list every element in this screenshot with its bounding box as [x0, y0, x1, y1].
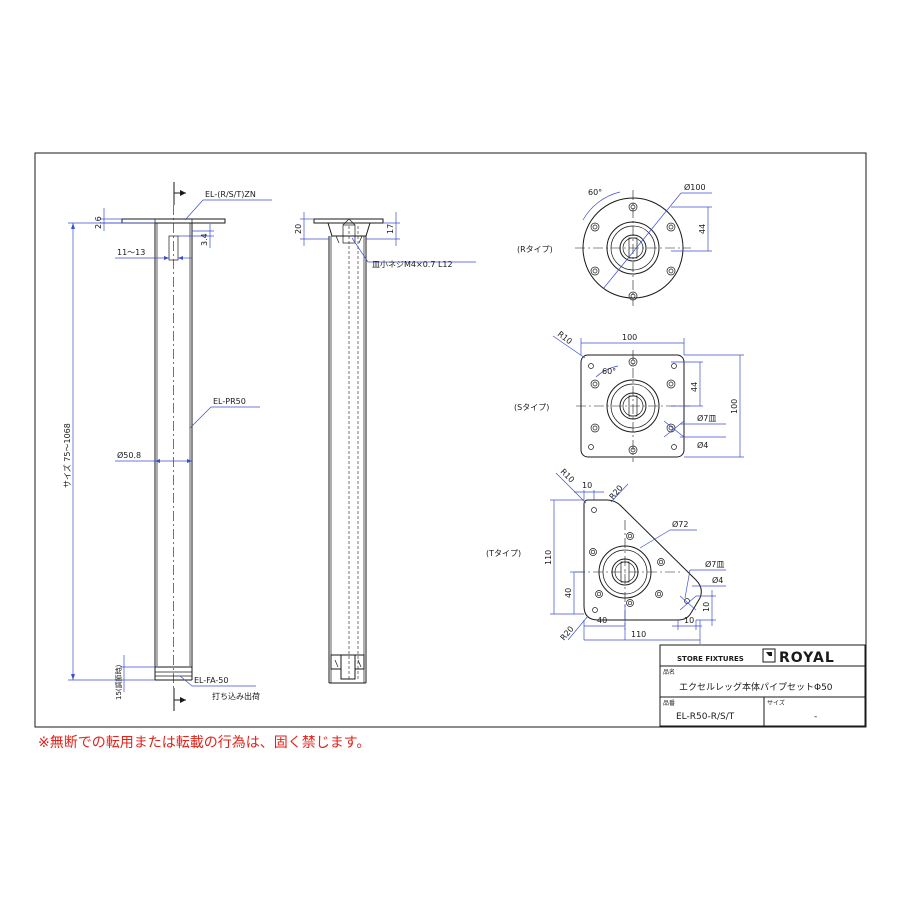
dim-bolt-length: 11～13: [117, 248, 145, 257]
title-block: STORE FIXTURES ROYAL 品名 エクセルレッグ本体パイプセットΦ…: [659, 644, 866, 727]
product-code-caption: 品番: [663, 700, 675, 707]
t-type-diameter: Ø72: [672, 519, 688, 529]
left-leg-view: EL-(R/S/T)ZN 2.6 3.4 11～13 サイズ 75～1068 E…: [62, 182, 272, 711]
r-type-label: (Rタイプ): [517, 245, 553, 254]
dim-bracket-depth: 20: [294, 224, 303, 234]
dim-pipe-diameter: Ø50.8: [117, 450, 141, 460]
ref-top-plate-label: EL-(R/S/T)ZN: [205, 190, 256, 199]
middle-leg-section: 20 17 皿小ネジM4×0.7 L12: [294, 212, 476, 684]
s-type-angle: 60°: [602, 367, 616, 376]
t-type-dim-10-v: 10: [702, 602, 711, 612]
s-type-height: 100: [730, 399, 739, 414]
r-type-angle: 60°: [588, 188, 602, 197]
t-type-plate: [583, 499, 702, 621]
t-type-label: (Tタイプ): [486, 549, 521, 558]
foot-part-label: EL-FA-50: [194, 676, 229, 685]
t-type-r20-top: R20: [608, 483, 625, 501]
t-type-dim-10-top: 10: [582, 481, 592, 490]
screw-spec-label: 皿小ネジM4×0.7 L12: [372, 260, 453, 269]
r-type-view: 60° Ø100 44 (Rタイプ): [517, 182, 712, 306]
s-type-view: R10 100 60° 44 100 Ø7皿 Ø4 (Sタイプ): [514, 329, 744, 462]
t-type-width: 110: [631, 630, 646, 639]
royal-logo-mark: [762, 648, 776, 663]
t-type-hole-csk: Ø7皿: [705, 559, 724, 569]
size-value: -: [814, 712, 817, 722]
drawing-frame: [34, 152, 867, 728]
size-caption: サイズ: [767, 699, 785, 707]
t-type-dim-40-v: 40: [564, 588, 573, 598]
t-type-r10: R10: [559, 467, 577, 485]
r-type-dim-44: 44: [698, 224, 707, 234]
t-type-view: R10 10 R20 Ø72 110 40 Ø7皿 Ø4 10: [486, 467, 726, 644]
dim-size-range: サイズ 75～1068: [62, 423, 72, 488]
copyright-notice: ※無断での転用または転載の行為は、固く禁じます。: [38, 735, 371, 751]
product-code: EL-R50-R/S/T: [676, 712, 735, 722]
dim-bolt-offset: 3.4: [200, 233, 209, 246]
s-type-hole-csk: Ø7皿: [697, 413, 716, 423]
pipe-part-label: EL-PR50: [213, 397, 246, 406]
s-type-label: (Sタイプ): [514, 403, 549, 412]
r-type-diameter: Ø100: [684, 182, 706, 192]
t-type-dim-10-h: 10: [684, 616, 694, 625]
product-name: エクセルレッグ本体パイプセットΦ50: [679, 681, 833, 693]
foot-shipping-note: 打ち込み出荷: [212, 691, 260, 701]
dim-plate-thickness: 2.6: [94, 216, 103, 229]
t-type-height: 110: [544, 550, 553, 565]
store-fixtures-label: STORE FIXTURES: [677, 655, 744, 663]
s-type-hole: Ø4: [697, 440, 708, 450]
t-type-hole: Ø4: [712, 575, 723, 585]
dim-bracket-height: 17: [386, 224, 395, 234]
product-name-caption: 品名: [663, 668, 675, 676]
s-type-dim-44: 44: [690, 382, 699, 392]
dim-foot-adjust: 15(調節時): [114, 664, 123, 700]
t-type-dim-40-h: 40: [597, 616, 607, 625]
brand-name: ROYAL: [779, 650, 835, 666]
s-type-width: 100: [622, 333, 637, 342]
